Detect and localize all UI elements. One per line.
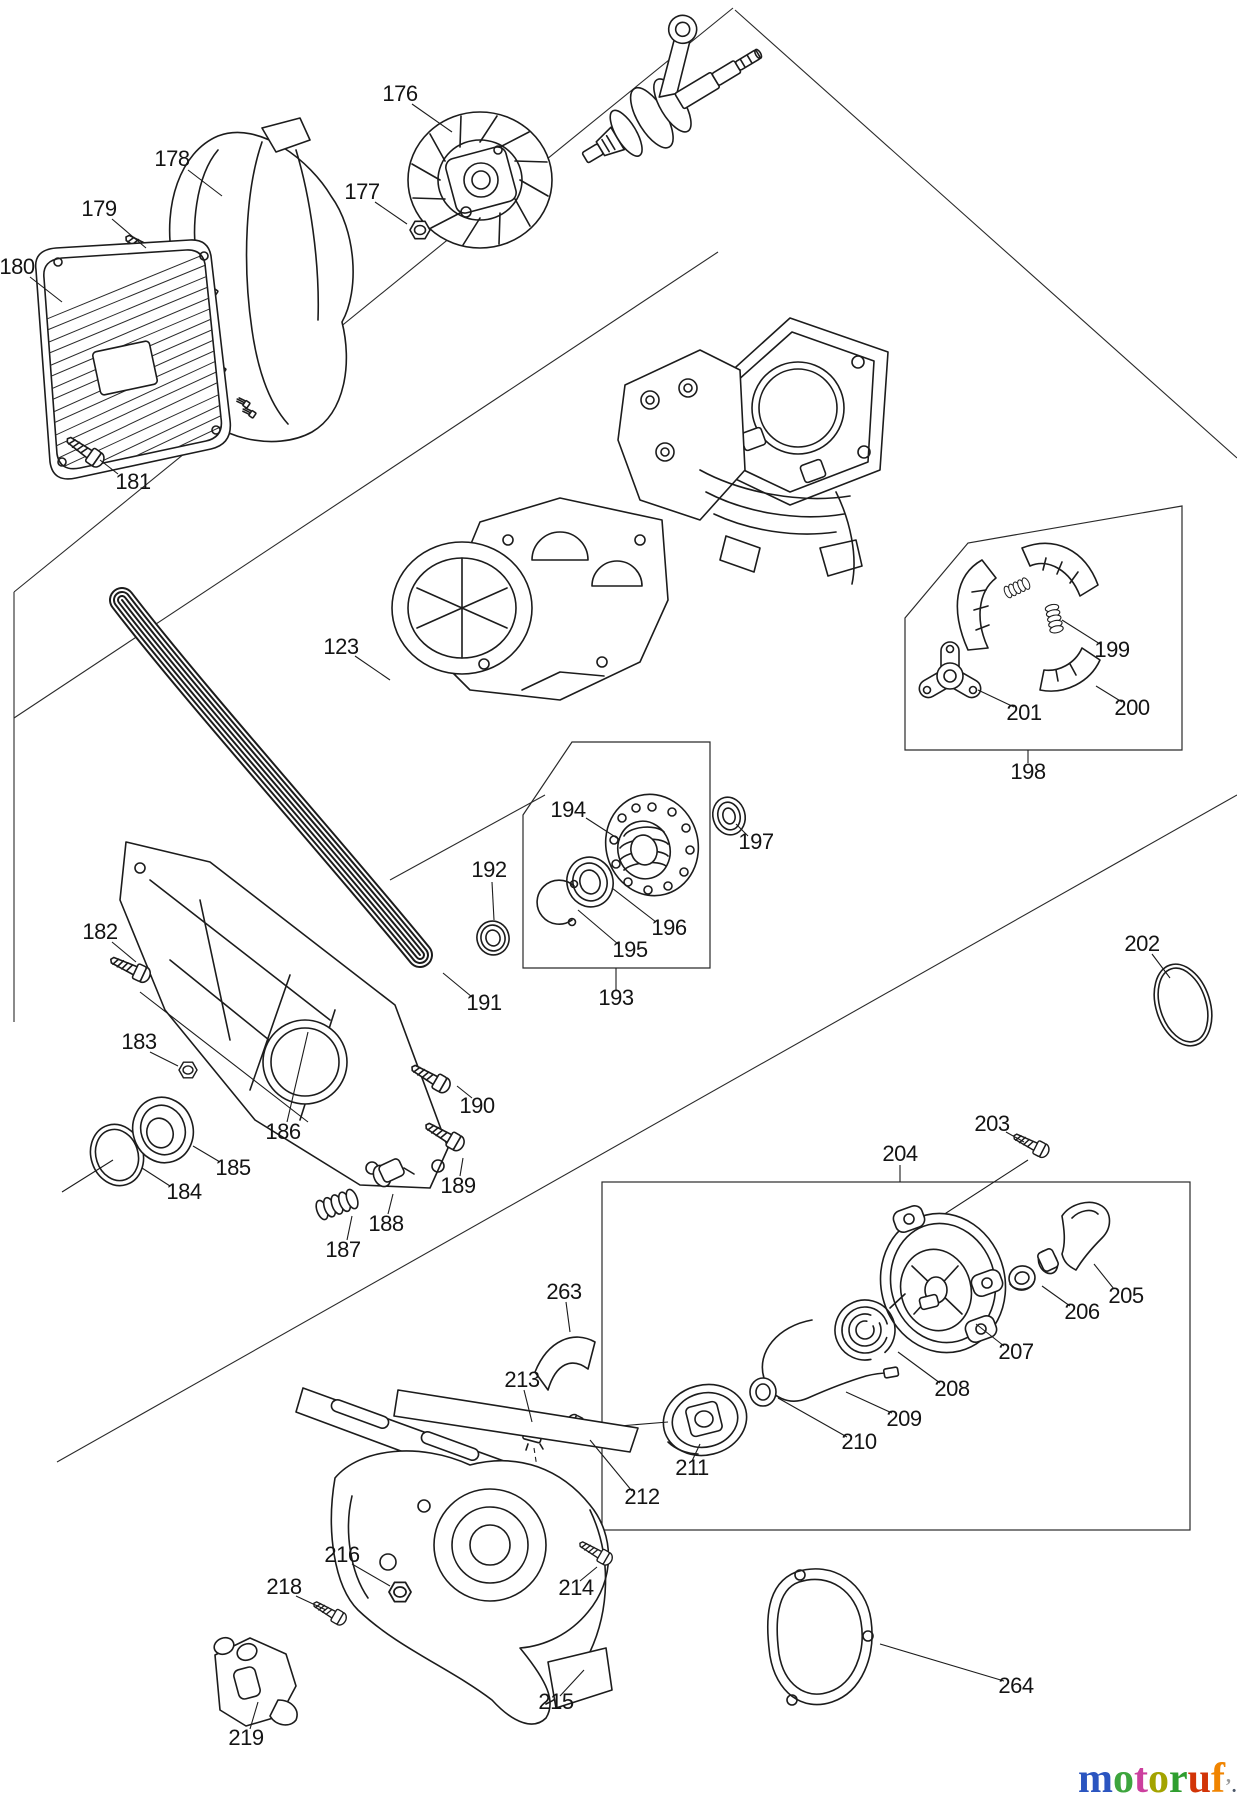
o-ring-202-drawing xyxy=(1153,963,1213,1047)
logo-letter-o1: o xyxy=(1113,1756,1134,1800)
clutch-group-box xyxy=(904,505,1183,763)
bearing-196-drawing xyxy=(566,856,614,908)
part-label-210: 210 xyxy=(841,1429,876,1454)
part-label-188: 188 xyxy=(368,1211,403,1236)
part-label-195: 195 xyxy=(612,937,647,962)
part-label-181: 181 xyxy=(115,469,150,494)
seal-192-drawing xyxy=(476,920,510,956)
part-label-209: 209 xyxy=(886,1406,921,1431)
part-label-123: 123 xyxy=(323,634,358,659)
part-label-199: 199 xyxy=(1094,637,1129,662)
part-label-203: 203 xyxy=(974,1111,1009,1136)
logo-letter-u: u xyxy=(1188,1756,1211,1800)
tensioner-188-drawing xyxy=(372,1158,415,1188)
part-label-215: 215 xyxy=(538,1689,573,1714)
part-label-263: 263 xyxy=(546,1279,581,1304)
part-label-207: 207 xyxy=(998,1339,1033,1364)
part-label-200: 200 xyxy=(1114,695,1149,720)
region-boundary-lines xyxy=(13,7,1237,1463)
part-label-212: 212 xyxy=(624,1484,659,1509)
part-label-184: 184 xyxy=(166,1179,201,1204)
part-label-214: 214 xyxy=(558,1575,593,1600)
bearing-group-box xyxy=(522,741,711,990)
screw-218-drawing xyxy=(309,1596,350,1628)
part-label-186: 186 xyxy=(265,1119,300,1144)
logo-letter-o2: o xyxy=(1148,1756,1169,1800)
part-label-185: 185 xyxy=(215,1155,250,1180)
grille-cover-drawing xyxy=(34,239,232,480)
part-label-216: 216 xyxy=(324,1542,359,1567)
washer-210-drawing xyxy=(749,1377,777,1407)
part-label-213: 213 xyxy=(504,1367,539,1392)
part-label-197: 197 xyxy=(738,829,773,854)
part-label-180: 180 xyxy=(0,254,35,279)
part-label-206: 206 xyxy=(1064,1299,1099,1324)
spring-187-drawing xyxy=(313,1187,361,1222)
leader-lines xyxy=(29,103,1171,1730)
starter-housing-drawing xyxy=(879,1204,1007,1354)
starter-bushing-drawing xyxy=(1008,1265,1036,1291)
logo-trademark-tick: ’ xyxy=(1225,1775,1232,1797)
part-label-204: 204 xyxy=(882,1141,917,1166)
flywheel-drawing xyxy=(407,111,553,249)
starter-group-box xyxy=(601,1165,1191,1531)
guide-plate-drawing xyxy=(119,841,449,1189)
part-label-218: 218 xyxy=(266,1574,301,1599)
hub-194-drawing xyxy=(604,793,700,897)
belt-loop-drawing xyxy=(109,587,433,968)
part-label-192: 192 xyxy=(471,857,506,882)
part-label-208: 208 xyxy=(934,1376,969,1401)
part-label-264: 264 xyxy=(998,1673,1033,1698)
part-label-187: 187 xyxy=(325,1237,360,1262)
o-ring-184-inner xyxy=(94,1128,140,1182)
starter-knob-drawing xyxy=(1037,1201,1111,1275)
crankcase-drawing xyxy=(391,497,669,701)
part-label-177: 177 xyxy=(344,179,379,204)
flywheel-nut-drawing xyxy=(409,220,431,240)
part-label-219: 219 xyxy=(228,1725,263,1750)
part-label-211: 211 xyxy=(675,1455,709,1480)
gasket-264-drawing xyxy=(766,1568,874,1706)
part-label-190: 190 xyxy=(459,1093,494,1118)
part-label-196: 196 xyxy=(651,915,686,940)
rope-pulley-drawing xyxy=(662,1383,748,1457)
engine-assembly-drawing xyxy=(617,317,889,585)
part-label-191: 191 xyxy=(466,990,501,1015)
washer-210-hole xyxy=(755,1383,771,1401)
part-label-179: 179 xyxy=(81,196,116,221)
clutch-parts-drawing xyxy=(918,542,1101,699)
rewind-spring-drawing xyxy=(834,1293,906,1361)
logo-letter-f: f xyxy=(1211,1756,1226,1800)
part-label-189: 189 xyxy=(440,1173,475,1198)
nut-183-drawing xyxy=(178,1061,198,1079)
part-label-182: 182 xyxy=(82,919,117,944)
strip-263-drawing xyxy=(534,1336,596,1391)
motoruf-logo[interactable]: motoruf’.de xyxy=(1078,1756,1237,1800)
part-label-202: 202 xyxy=(1124,931,1159,956)
part-label-176: 176 xyxy=(382,81,417,106)
part-label-183: 183 xyxy=(121,1029,156,1054)
part-label-194: 194 xyxy=(550,797,585,822)
flanged-pulley-185-drawing xyxy=(131,1096,195,1164)
logo-letter-t: t xyxy=(1134,1756,1148,1800)
clutch-cover-drawing xyxy=(295,1387,639,1725)
part-label-178: 178 xyxy=(154,146,189,171)
logo-letter-m: m xyxy=(1078,1756,1113,1800)
part-label-193: 193 xyxy=(598,985,633,1010)
starter-rope-drawing xyxy=(761,1319,900,1402)
logo-letter-r: r xyxy=(1169,1756,1188,1800)
logo-tld: .de xyxy=(1232,1776,1237,1797)
chain-catcher-219-drawing xyxy=(213,1636,298,1727)
nut-216-drawing xyxy=(388,1581,412,1603)
circlip-195-drawing xyxy=(536,879,579,927)
part-label-198: 198 xyxy=(1010,759,1045,784)
bolt-203-drawing xyxy=(1009,1128,1053,1161)
crankshaft-drawing xyxy=(581,14,763,164)
part-label-205: 205 xyxy=(1108,1283,1143,1308)
part-label-201: 201 xyxy=(1006,700,1041,725)
